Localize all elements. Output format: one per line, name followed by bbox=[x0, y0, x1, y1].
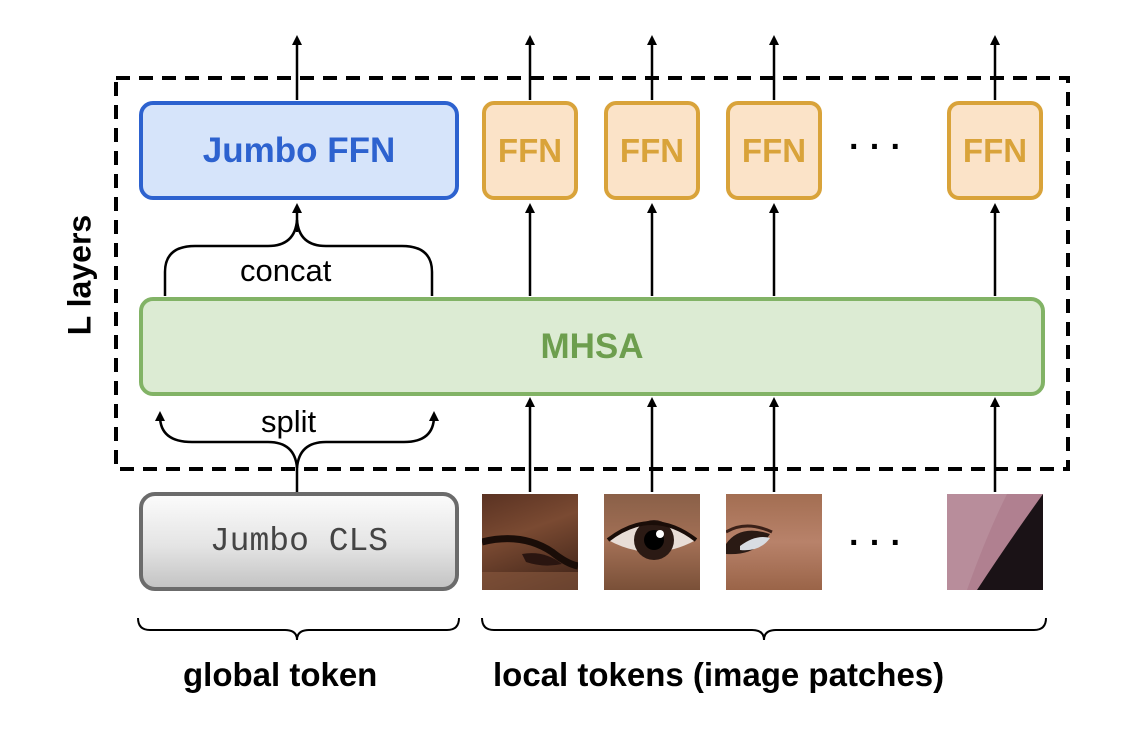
jumbo-ffn-box: Jumbo FFN bbox=[139, 101, 459, 200]
ffn-box: FFN bbox=[482, 101, 578, 200]
local-tokens-label: local tokens (image patches) bbox=[493, 656, 945, 693]
ffn-box: FFN bbox=[947, 101, 1043, 200]
ffn-ellipsis: · · · bbox=[849, 128, 902, 166]
concat-label: concat bbox=[240, 253, 332, 288]
global-token-label: global token bbox=[183, 656, 378, 693]
ffn-box: FFN bbox=[604, 101, 700, 200]
jumbo-ffn-label: Jumbo FFN bbox=[202, 130, 396, 170]
split-label: split bbox=[261, 404, 317, 439]
image-patch-hair bbox=[947, 494, 1043, 590]
global-token-brace bbox=[137, 617, 460, 641]
image-patch-eyelid bbox=[482, 494, 578, 590]
layers-region bbox=[114, 76, 1070, 471]
ffn-label: FFN bbox=[962, 131, 1028, 169]
mhsa-label: MHSA bbox=[540, 326, 644, 366]
split-brace bbox=[155, 411, 299, 492]
image-patch-eye-corner bbox=[726, 494, 822, 590]
output-arrows bbox=[292, 35, 1000, 100]
ffn-label: FFN bbox=[497, 131, 563, 169]
patch-to-mhsa-arrows bbox=[525, 397, 1000, 492]
layers-label: L layers bbox=[61, 214, 98, 336]
mhsa-box: MHSA bbox=[139, 297, 1045, 396]
mhsa-to-ffn-arrows bbox=[525, 203, 1000, 296]
patch-ellipsis: · · · bbox=[849, 524, 902, 562]
ffn-label: FFN bbox=[619, 131, 685, 169]
jumbo-cls-box: Jumbo CLS bbox=[139, 492, 459, 591]
image-patch-eye bbox=[604, 494, 700, 590]
local-tokens-brace bbox=[481, 617, 1047, 641]
jumbo-cls-label: Jumbo CLS bbox=[209, 523, 389, 560]
ffn-label: FFN bbox=[741, 131, 807, 169]
ffn-box: FFN bbox=[726, 101, 822, 200]
